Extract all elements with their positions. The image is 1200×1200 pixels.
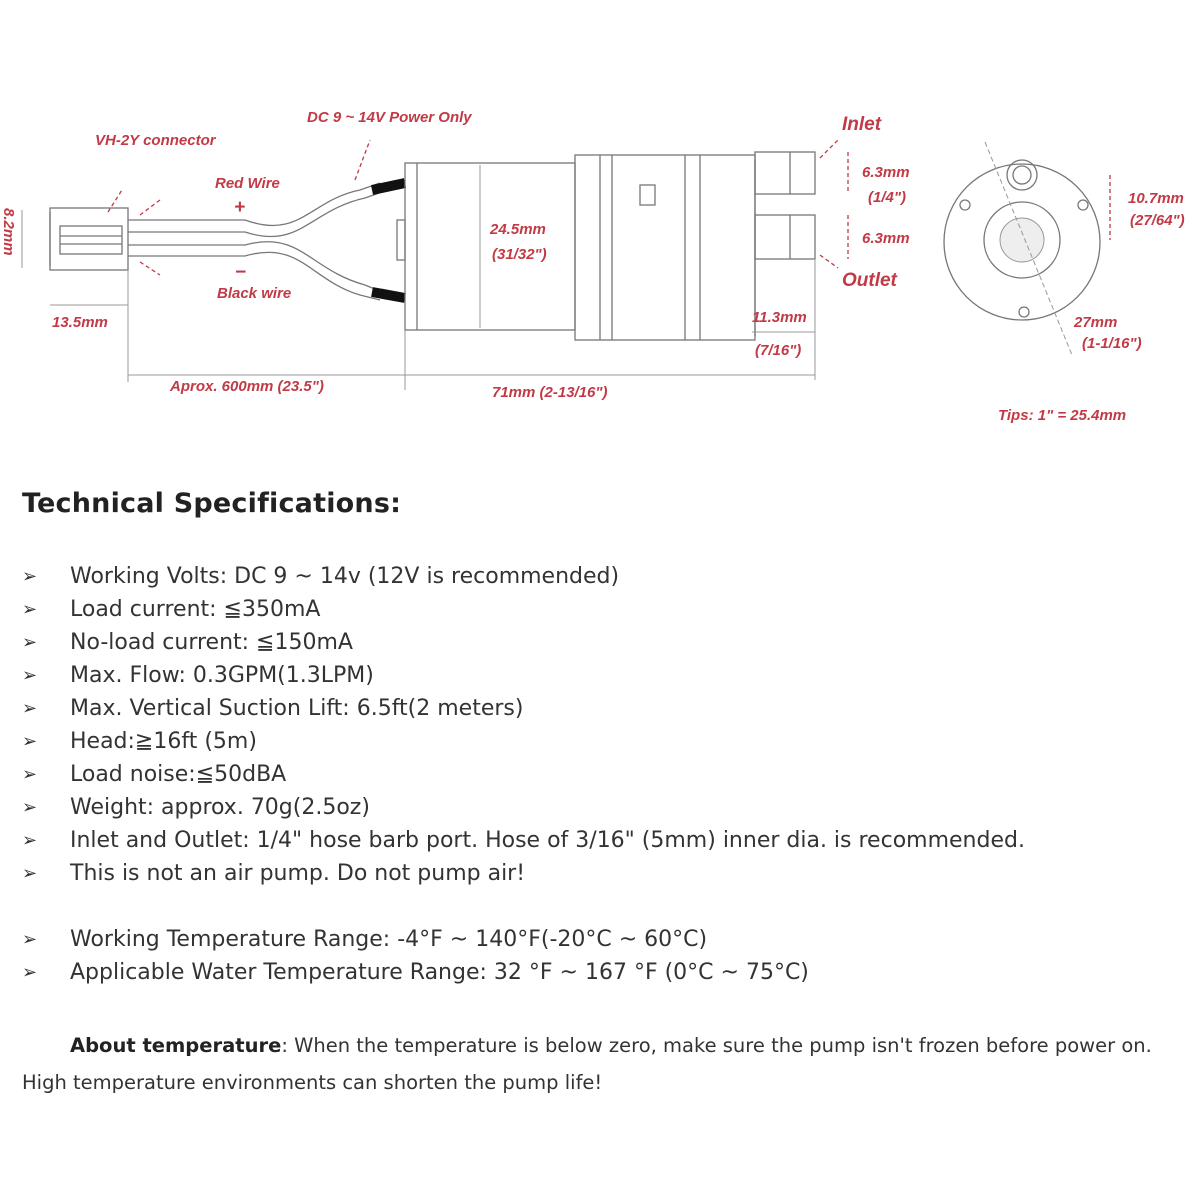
spec-item: ➢ Max. Vertical Suction Lift: 6.5ft(2 met… bbox=[0, 692, 1025, 725]
temp-text: Applicable Water Temperature Range: 32 °… bbox=[70, 960, 809, 985]
inlet-in: (1/4") bbox=[868, 189, 906, 206]
arrow-bullet-icon: ➢ bbox=[22, 731, 38, 752]
note-label: About temperature bbox=[70, 1034, 282, 1057]
dimension-lines bbox=[21, 139, 1111, 390]
body-diameter-mm: 24.5mm bbox=[489, 221, 546, 238]
connector-width-label: 13.5mm bbox=[52, 314, 108, 331]
spec-text: This is not an air pump. Do not pump air… bbox=[70, 861, 526, 886]
spec-text: Load noise:≦50dBA bbox=[70, 762, 287, 787]
connector-drawing bbox=[49, 207, 129, 271]
spec-item: ➢ No-load current: ≦150mA bbox=[0, 626, 1025, 659]
spec-text: Load current: ≦350mA bbox=[70, 597, 321, 622]
connector-label: VH-2Y connector bbox=[95, 132, 217, 149]
spec-item: ➢ Working Volts: DC 9 ~ 14v (12V is recom… bbox=[0, 560, 1025, 593]
spec-item: ➢ Inlet and Outlet: 1/4" hose barb port. … bbox=[0, 824, 1025, 857]
pump-side-view bbox=[396, 151, 816, 341]
wires-drawing bbox=[128, 178, 407, 303]
arrow-bullet-icon: ➢ bbox=[22, 830, 38, 851]
arrow-bullet-icon: ➢ bbox=[22, 566, 38, 587]
spec-text: Working Volts: DC 9 ~ 14v (12V is recomm… bbox=[70, 564, 620, 589]
arrow-bullet-icon: ➢ bbox=[22, 698, 38, 719]
power-label: DC 9 ~ 14V Power Only bbox=[307, 109, 472, 126]
total-length-label: 71mm (2-13/16") bbox=[492, 384, 608, 401]
temp-item: ➢ Applicable Water Temperature Range: 32 … bbox=[0, 956, 1025, 989]
flange-in: (1-1/16") bbox=[1082, 335, 1142, 352]
spec-item: ➢ This is not an air pump. Do not pump ai… bbox=[0, 857, 1025, 890]
spec-text: Max. Flow: 0.3GPM(1.3LPM) bbox=[70, 663, 374, 688]
connector-height-label: 8.2mm bbox=[0, 208, 17, 256]
inlet-mm: 6.3mm bbox=[862, 164, 910, 181]
arrow-bullet-icon: ➢ bbox=[22, 764, 38, 785]
spec-text: Max. Vertical Suction Lift: 6.5ft(2 mete… bbox=[70, 696, 524, 721]
body-diameter-in: (31/32") bbox=[492, 246, 547, 263]
pump-end-view bbox=[943, 141, 1101, 356]
spec-item: ➢ Max. Flow: 0.3GPM(1.3LPM) bbox=[0, 659, 1025, 692]
flange-mm: 27mm bbox=[1073, 314, 1117, 331]
red-wire-label: Red Wire bbox=[215, 175, 280, 192]
arrow-bullet-icon: ➢ bbox=[22, 599, 38, 620]
port-spacing-in: (27/64") bbox=[1130, 212, 1185, 229]
port-length-mm: 11.3mm bbox=[752, 309, 807, 326]
arrow-bullet-icon: ➢ bbox=[22, 929, 38, 950]
inlet-label: Inlet bbox=[842, 114, 882, 135]
temp-text: Working Temperature Range: -4°F ~ 140°F(… bbox=[70, 927, 708, 952]
spec-item: ➢ Load current: ≦350mA bbox=[0, 593, 1025, 626]
spec-item: ➢ Weight: approx. 70g(2.5oz) bbox=[0, 791, 1025, 824]
tips-label: Tips: 1" = 25.4mm bbox=[998, 407, 1126, 424]
arrow-bullet-icon: ➢ bbox=[22, 797, 38, 818]
arrow-bullet-icon: ➢ bbox=[22, 665, 38, 686]
temp-item: ➢ Working Temperature Range: -4°F ~ 140°F… bbox=[0, 923, 1025, 956]
spec-text: Weight: approx. 70g(2.5oz) bbox=[70, 795, 370, 820]
minus-label: − bbox=[235, 262, 246, 283]
arrow-bullet-icon: ➢ bbox=[22, 632, 38, 653]
note-text: : When the temperature is below zero, ma… bbox=[22, 1034, 1152, 1094]
specs-title: Technical Specifications: bbox=[22, 488, 402, 519]
spec-list: ➢ Working Volts: DC 9 ~ 14v (12V is recom… bbox=[0, 560, 1025, 989]
spec-text: Inlet and Outlet: 1/4" hose barb port. H… bbox=[70, 828, 1025, 853]
outlet-label: Outlet bbox=[842, 270, 898, 291]
black-wire-label: Black wire bbox=[217, 285, 291, 302]
arrow-bullet-icon: ➢ bbox=[22, 962, 38, 983]
spec-text: Head:≧16ft (5m) bbox=[70, 729, 257, 754]
temperature-note: About temperature: When the temperature … bbox=[22, 1027, 1167, 1101]
arrow-bullet-icon: ➢ bbox=[22, 863, 38, 884]
port-length-in: (7/16") bbox=[755, 342, 801, 359]
outlet-mm: 6.3mm bbox=[862, 230, 910, 247]
pump-dimension-diagram: VH-2Y connector DC 9 ~ 14V Power Only Re… bbox=[0, 109, 1185, 424]
cable-length-label: Aprox. 600mm (23.5") bbox=[169, 378, 324, 395]
port-spacing-mm: 10.7mm bbox=[1128, 190, 1184, 207]
plus-label: + bbox=[234, 197, 245, 218]
spec-item: ➢ Head:≧16ft (5m) bbox=[0, 725, 1025, 758]
spec-item: ➢ Load noise:≦50dBA bbox=[0, 758, 1025, 791]
spec-text: No-load current: ≦150mA bbox=[70, 630, 353, 655]
